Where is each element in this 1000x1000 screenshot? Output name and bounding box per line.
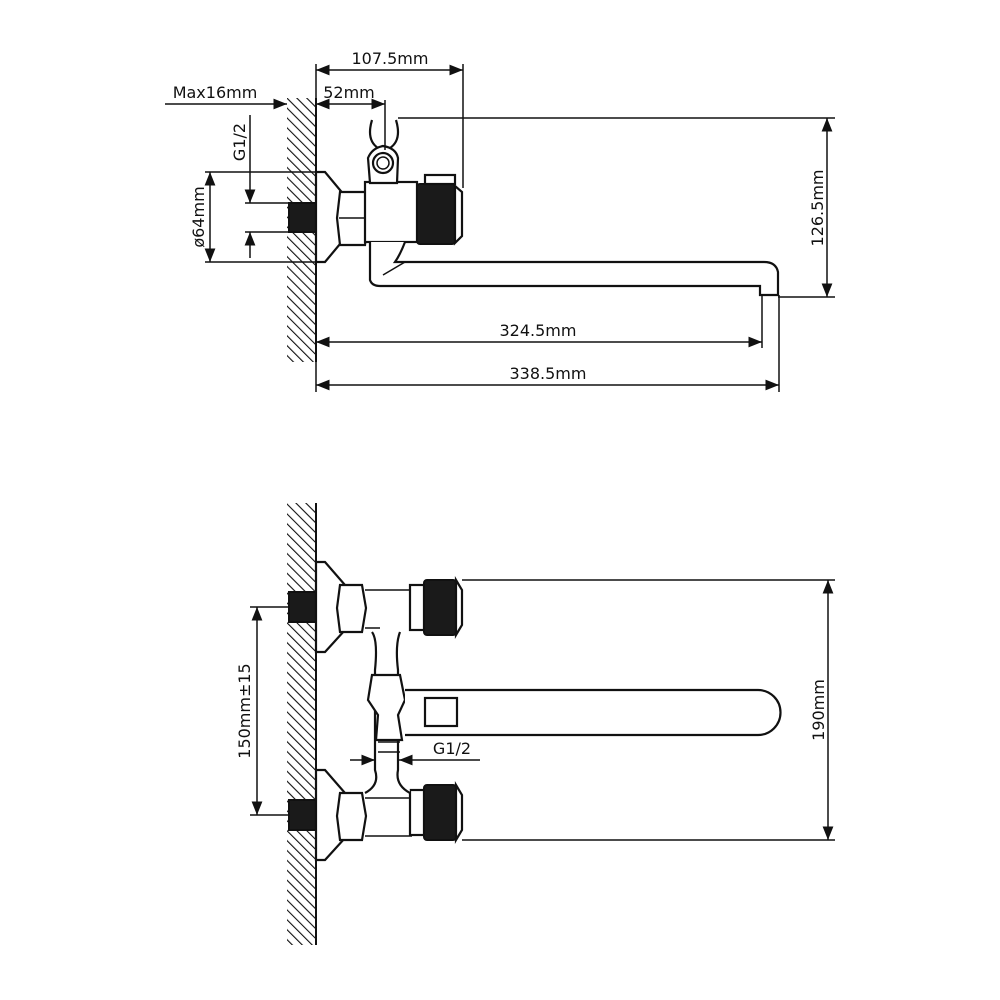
dim-width: 190mm [809, 679, 828, 741]
mixer-body [363, 180, 419, 244]
dim-height: 126.5mm [808, 170, 827, 247]
dim-spout-reach: 324.5mm [500, 321, 577, 340]
spout [368, 241, 780, 297]
diverter [366, 673, 407, 742]
wall-inlet-upper [288, 591, 317, 623]
handle-cold [423, 784, 457, 841]
dim-overall-depth: 107.5mm [352, 49, 429, 68]
dim-escutcheon: ø64mm [189, 186, 208, 247]
dim-center-distance: 150mm±15 [235, 663, 254, 758]
dim-total-reach: 338.5mm [510, 364, 587, 383]
handle [416, 183, 456, 245]
dim-thread-top: G1/2 [230, 123, 249, 161]
dim-max-wall: Max16mm [173, 83, 258, 102]
wall-inlet [288, 202, 317, 233]
spout [405, 688, 782, 737]
handle-hot [423, 579, 457, 636]
front-view: 150mm±15 190mm G1/2 [235, 503, 835, 945]
dim-holder-offset: 52mm [323, 83, 375, 102]
top-view: 107.5mm 52mm Max16mm G1/2 ø64mm 126.5mm … [165, 49, 835, 392]
wall-inlet-lower [288, 799, 317, 831]
dim-thread-front: G1/2 [433, 739, 471, 758]
wall-hatch [287, 503, 316, 945]
